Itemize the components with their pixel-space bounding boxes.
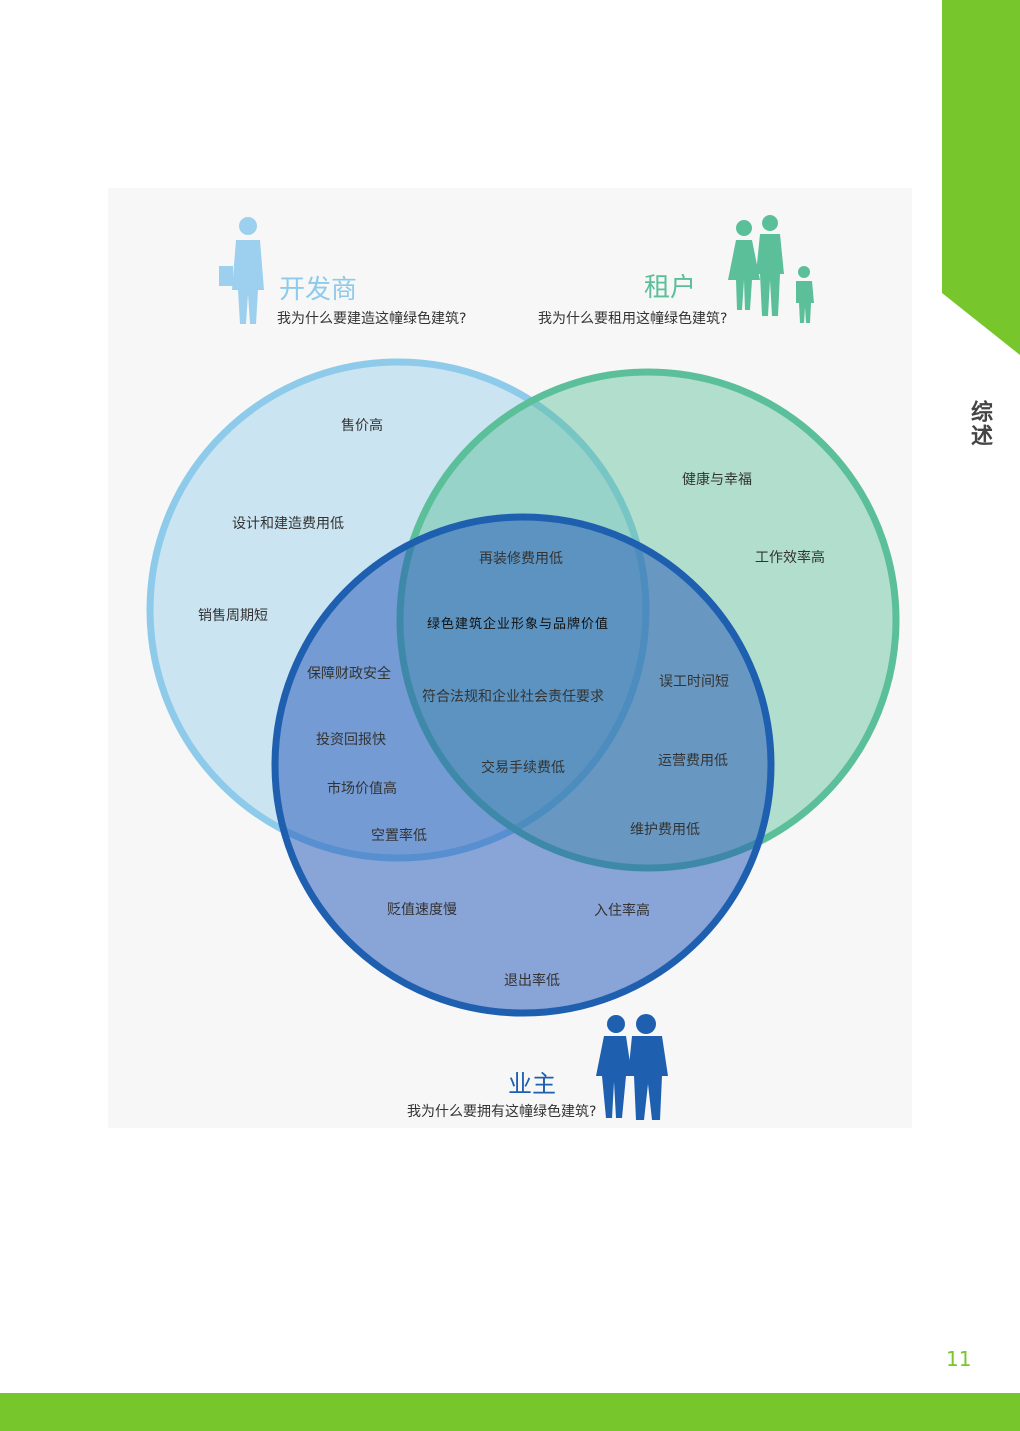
developer-title: 开发商 (279, 275, 357, 305)
label-financial-security: 保障财政安全 (307, 665, 391, 682)
footer-bar (0, 1393, 1020, 1431)
business-couple-icon (596, 1014, 668, 1120)
label-depreciation-slow: 贬值速度慢 (387, 901, 457, 918)
label-occupancy-high: 入住率高 (594, 902, 650, 919)
label-sales-cycle-short: 销售周期短 (198, 608, 268, 624)
label-design-cost-low: 设计和建造费用低 (232, 516, 344, 532)
label-compliance: 符合法规和企业社会责任要求 (422, 688, 604, 705)
venn-diagram-panel: 开发商 我为什么要建造这幢绿色建筑? 租户 我为什么要租用这幢绿色建筑? 业主 … (108, 188, 912, 1128)
owner-question: 我为什么要拥有这幢绿色建筑? (407, 1103, 596, 1120)
label-vacancy-low: 空置率低 (371, 827, 427, 844)
label-work-efficiency: 工作效率高 (755, 549, 825, 566)
section-tab (942, 0, 1020, 355)
owner-title: 业主 (508, 1070, 556, 1098)
label-market-value-high: 市场价值高 (327, 780, 397, 797)
label-renovation-cost-low: 再装修费用低 (479, 551, 563, 567)
section-title: 综述 (967, 400, 992, 448)
family-icon (728, 215, 814, 323)
label-roi-fast: 投资回报快 (316, 732, 386, 748)
label-brand-value: 绿色建筑企业形象与品牌价值 (427, 616, 609, 632)
label-price-high: 售价高 (341, 417, 383, 434)
label-health: 健康与幸福 (682, 471, 752, 488)
label-transaction-fee-low: 交易手续费低 (481, 759, 565, 776)
venn-labels: 售价高 设计和建造费用低 销售周期短 健康与幸福 工作效率高 再装修费用低 绿色… (198, 417, 825, 989)
venn-diagram: 开发商 我为什么要建造这幢绿色建筑? 租户 我为什么要租用这幢绿色建筑? 业主 … (146, 215, 900, 1120)
developer-question: 我为什么要建造这幢绿色建筑? (277, 310, 466, 327)
owner-circle (271, 513, 775, 1017)
businessman-icon (219, 217, 264, 324)
label-maintenance-cost-low: 维护费用低 (630, 822, 700, 838)
tenant-title: 租户 (644, 273, 696, 303)
label-downtime-short: 误工时间短 (659, 674, 729, 690)
page-number: 11 (946, 1347, 972, 1371)
label-operating-cost-low: 运营费用低 (658, 753, 728, 769)
label-exit-rate-low: 退出率低 (504, 972, 560, 989)
tenant-question: 我为什么要租用这幢绿色建筑? (538, 310, 727, 327)
